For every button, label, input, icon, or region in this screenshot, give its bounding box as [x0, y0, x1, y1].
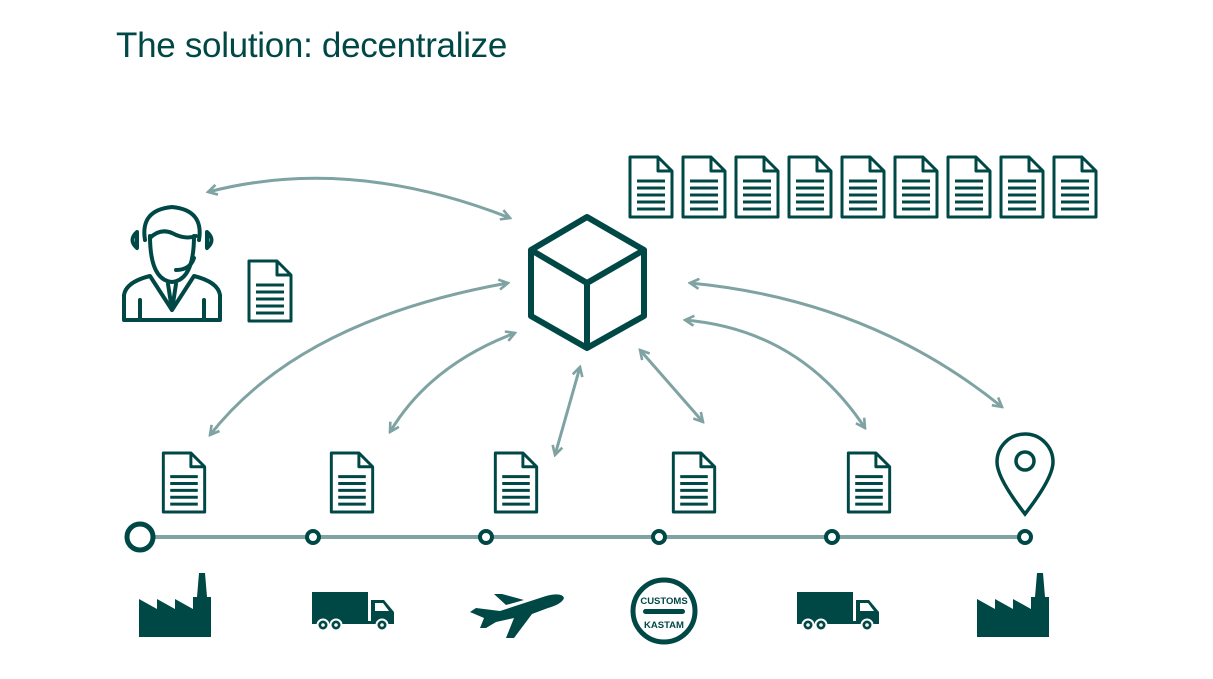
timeline-node: [305, 529, 321, 545]
truck-icon: [797, 592, 880, 632]
arrow-stage4-cube: [640, 350, 703, 422]
arrow-stage3-cube: [555, 367, 580, 455]
document-icon: [247, 259, 293, 323]
document-icon: [893, 155, 939, 219]
document-icon: [671, 451, 717, 514]
customs-icon: CUSTOMS KASTAM: [630, 577, 698, 645]
timeline-start-node: [124, 521, 156, 553]
document-stack: [628, 155, 1098, 219]
blockchain-cube-icon: [528, 214, 647, 351]
document-icon: [946, 155, 992, 219]
document-icon: [329, 451, 375, 514]
document-icon: [734, 155, 780, 219]
arrow-stage1-cube: [210, 283, 508, 435]
arrow-stage2-cube: [390, 333, 515, 432]
timeline-node: [651, 529, 667, 545]
document-icon: [493, 451, 539, 514]
support-agent-icon: [122, 205, 222, 322]
timeline: [124, 521, 1033, 553]
slide-title: The solution: decentralize: [116, 26, 508, 65]
document-icon: [840, 155, 886, 219]
location-pin-icon: [995, 432, 1055, 517]
truck-icon: [312, 592, 395, 632]
timeline-node: [824, 529, 840, 545]
document-icon: [1052, 155, 1098, 219]
customs-label: CUSTOMS: [640, 596, 687, 607]
kastam-label: KASTAM: [644, 620, 684, 631]
factory-icon: [139, 573, 211, 637]
arrow-stage5-cube: [685, 320, 865, 428]
document-icon: [681, 155, 727, 219]
factory-icon: [977, 573, 1049, 637]
document-icon: [787, 155, 833, 219]
arrow-agent-cube: [208, 176, 510, 218]
timeline-node: [1017, 529, 1033, 545]
document-icon: [999, 155, 1045, 219]
document-icon: [628, 155, 674, 219]
arrow-destination-cube: [690, 283, 1002, 407]
document-icon: [846, 451, 892, 514]
airplane-icon: [470, 594, 564, 638]
document-icon: [161, 451, 207, 514]
timeline-node: [478, 529, 494, 545]
